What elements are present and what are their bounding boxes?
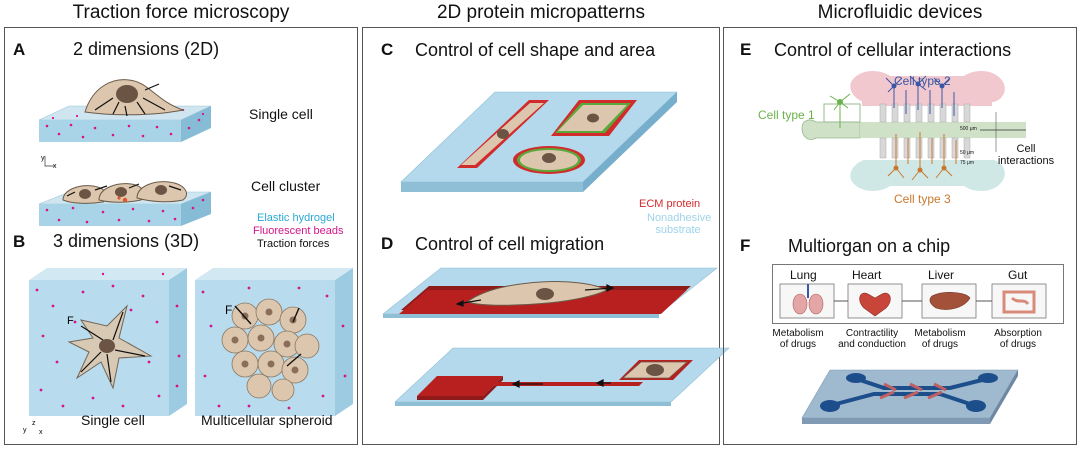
liver-icon	[929, 292, 971, 310]
slab-2d-cluster	[38, 181, 212, 226]
cell-type-3-label: Cell type 3	[894, 192, 951, 206]
caption-heart-2: and conduction	[838, 339, 906, 350]
panel-micropatterns: C Control of cell shape and area ECM pro…	[362, 27, 730, 445]
caption-heart-1: Contractility	[845, 328, 899, 339]
axis-y-a: y	[41, 155, 45, 162]
panel-c-title: Control of cell shape and area	[415, 40, 656, 60]
cell-interactions-label: Cell interactions	[997, 143, 1055, 167]
caption-liver-2: of drugs	[921, 339, 959, 350]
panel-a-cluster-label: Cell cluster	[251, 178, 321, 194]
multiorgan-chip	[801, 369, 1019, 424]
caption-heart: Contractility and conduction	[834, 328, 910, 350]
panel-b-title: 3 dimensions (3D)	[53, 231, 200, 251]
panel-a-label: A	[13, 40, 26, 59]
caption-liver-1: Metabolism	[914, 328, 966, 339]
caption-liver: Metabolism of drugs	[910, 328, 970, 350]
slab-2d-single: y x	[38, 79, 212, 170]
organ-label-liver: Liver	[928, 268, 955, 282]
force-label-1: F	[67, 315, 74, 327]
bead-dots-a1	[45, 108, 205, 139]
organ-label-lung: Lung	[790, 268, 817, 282]
panel-e-title: Control of cellular interactions	[774, 40, 1012, 60]
heart-icon	[859, 292, 891, 317]
panel-e-label: E	[740, 40, 752, 59]
cube-3d-spheroid: F	[195, 268, 353, 416]
panel-c-label: C	[381, 40, 394, 59]
legend-forces: Traction forces	[257, 238, 330, 250]
legend-beads: Fluorescent beads	[253, 225, 344, 237]
panel-a-single-label: Single cell	[249, 106, 313, 122]
panel-microfluidic: E Control of cellular interactions	[723, 27, 1077, 445]
axis-y-b: y	[23, 427, 27, 434]
caption-gut-1: Absorption	[994, 328, 1042, 339]
pattern-pad-left	[417, 376, 503, 396]
microfluidic-device	[801, 71, 1026, 191]
panel-b-single-label: Single cell	[81, 412, 145, 428]
panel-a-title: 2 dimensions (2D)	[73, 39, 220, 59]
migration-track-2	[394, 347, 730, 406]
organ-chain	[772, 264, 1064, 324]
scale-50: 50 μm	[960, 150, 974, 156]
caption-lung-1: Metabolism	[772, 328, 824, 339]
caption-lung-2: of drugs	[779, 339, 817, 350]
panel-f-title: Multiorgan on a chip	[788, 236, 951, 256]
lung-icon	[792, 293, 824, 315]
panel-f-label: F	[740, 236, 751, 255]
legend-hydrogel: Elastic hydrogel	[257, 212, 335, 224]
micropattern-substrate	[400, 91, 678, 192]
scale-75: 75 μm	[960, 160, 974, 166]
panel-traction-force: A 2 dimensions (2D) y x Single cell	[4, 27, 358, 445]
organ-label-gut: Gut	[1008, 268, 1028, 282]
force-label-2: F	[225, 303, 232, 317]
scale-500: 500 μm	[960, 126, 977, 132]
column-title-right: Microfluidic devices	[817, 2, 983, 23]
cell-type-2-label: Cell type 2	[894, 74, 951, 88]
legend-ecm: ECM protein	[639, 198, 701, 210]
cell-type-1-label: Cell type 1	[758, 108, 815, 122]
organ-label-heart: Heart	[852, 268, 882, 282]
gut-icon	[1002, 290, 1036, 314]
axis-x-a: x	[53, 163, 57, 170]
axis-x-b: x	[39, 429, 43, 436]
legend-nonadhesive: Nonadhesive substrate	[647, 212, 712, 236]
axis-z-b: z	[32, 420, 36, 427]
column-title-left: Traction force microscopy	[72, 2, 290, 23]
migration-track-1	[382, 267, 718, 318]
panel-d-label: D	[381, 234, 394, 253]
caption-gut: Absorption of drugs	[984, 328, 1052, 350]
caption-gut-2: of drugs	[999, 339, 1037, 350]
column-title-middle: 2D protein micropatterns	[436, 2, 646, 23]
caption-lung: Metabolism of drugs	[768, 328, 828, 350]
cube-3d-single: F y z x	[23, 268, 187, 436]
panel-b-label: B	[13, 232, 26, 251]
panel-b-spheroid-label: Multicellular spheroid	[201, 412, 333, 428]
organ-icons	[779, 283, 1047, 319]
cell-nucleus	[116, 85, 138, 103]
panel-d-title: Control of cell migration	[415, 234, 605, 254]
